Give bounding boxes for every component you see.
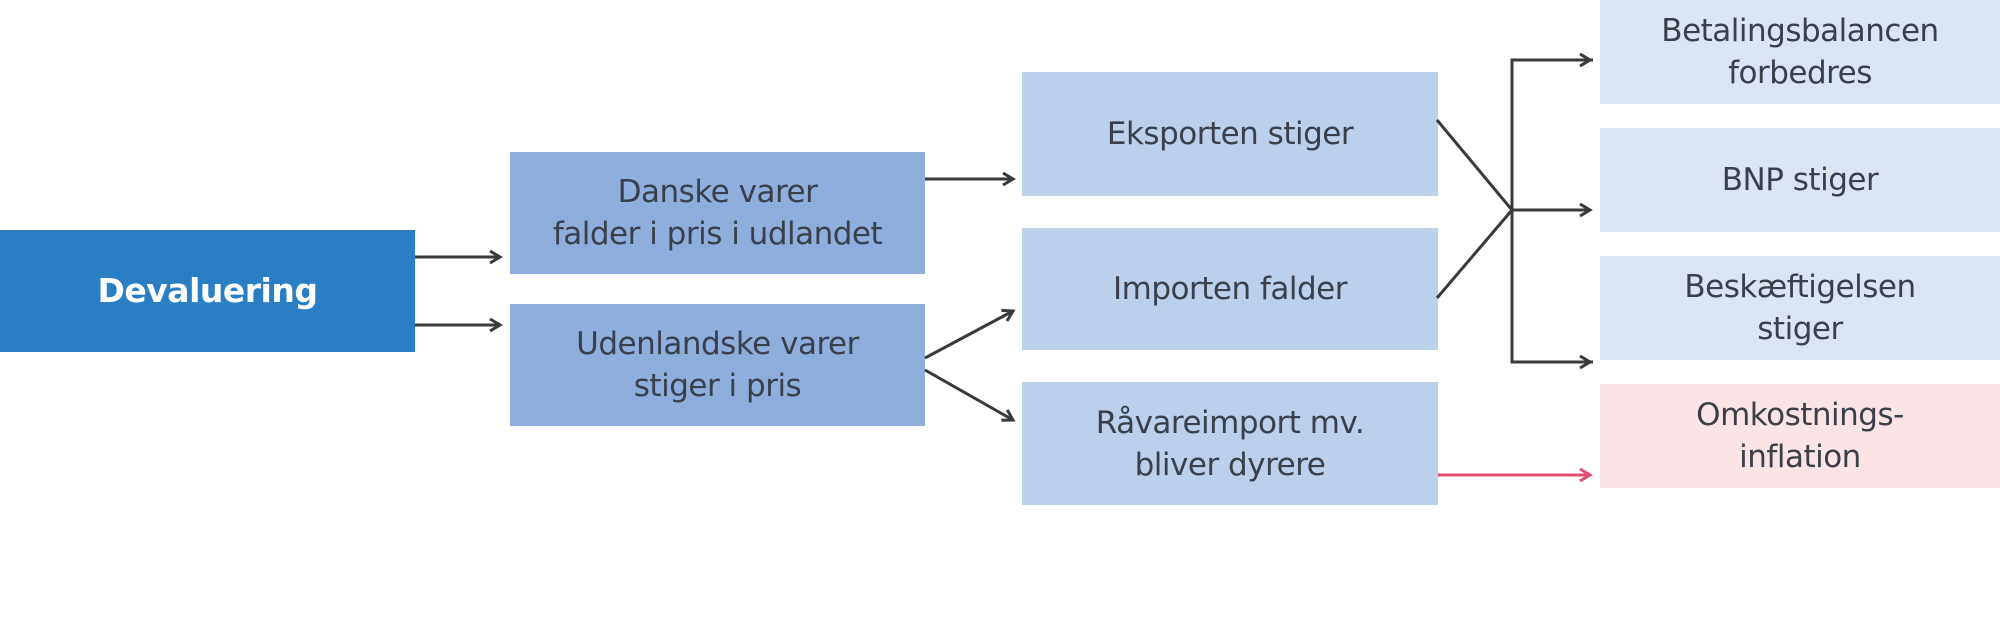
node-omkostningsinflation: Omkostnings- inflation bbox=[1600, 384, 2000, 488]
node-betalingsbalancen: Betalingsbalancen forbedres bbox=[1600, 0, 2000, 104]
node-importen-falder: Importen falder bbox=[1022, 228, 1438, 350]
node-raavareimport: Råvareimport mv. bliver dyrere bbox=[1022, 382, 1438, 505]
node-bnp-stiger: BNP stiger bbox=[1600, 128, 2000, 232]
node-devaluering: Devaluering bbox=[0, 230, 415, 352]
arrow-udenlandske-import bbox=[924, 311, 1013, 360]
node-eksporten-stiger: Eksporten stiger bbox=[1022, 72, 1438, 196]
node-beskaeftigelsen: Beskæftigelsen stiger bbox=[1600, 256, 2000, 360]
arrow-udenlandske-raavare bbox=[924, 368, 1013, 420]
node-udenlandske-varer: Udenlandske varer stiger i pris bbox=[510, 304, 925, 426]
node-danske-varer: Danske varer falder i pris i udlandet bbox=[510, 152, 925, 274]
